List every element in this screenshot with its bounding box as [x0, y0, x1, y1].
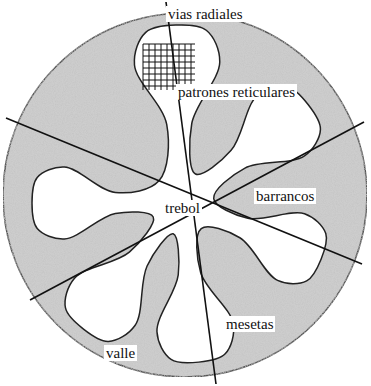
radial-line [6, 118, 362, 264]
grid-line [143, 80, 195, 81]
radial-line [30, 122, 364, 300]
grid-line [161, 44, 162, 90]
region-label: valle [104, 345, 137, 361]
region-label: vias radiales [166, 6, 245, 22]
grid-line [155, 44, 156, 90]
grid-line [143, 56, 195, 57]
radial-line [166, 2, 216, 384]
region-label: barrancos [254, 188, 316, 204]
grid-line [143, 68, 195, 69]
region-label: mesetas [224, 316, 275, 332]
trebol-outline [32, 25, 327, 363]
region-label: patrones reticulares [176, 84, 297, 100]
ground-disc [3, 13, 367, 377]
grid-line [143, 44, 195, 45]
grid-line [149, 44, 150, 90]
region-label: trebol [163, 200, 202, 216]
grid-line [143, 74, 195, 75]
grid-line [143, 44, 144, 90]
radial-lines [6, 2, 364, 384]
grid-line [167, 44, 168, 90]
grid-line [143, 50, 195, 51]
grid-line [143, 62, 195, 63]
